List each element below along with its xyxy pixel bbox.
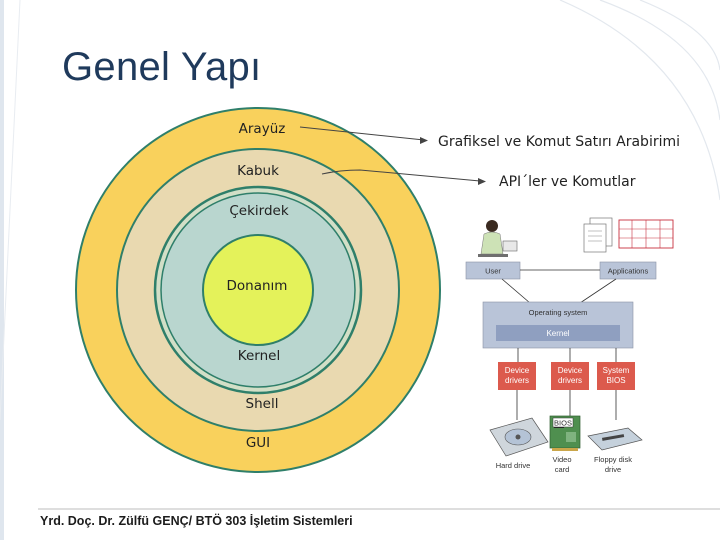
arrow-api: [321, 169, 481, 182]
documents-illustration: [583, 217, 674, 253]
label-donanim: Donanım: [227, 278, 288, 294]
user-box: [465, 261, 521, 280]
system-bios-line2: BIOS: [606, 376, 625, 385]
ring-hardware: [202, 234, 314, 346]
video-card-line1: Video: [552, 455, 571, 464]
operating-system-label: Operating system: [529, 308, 588, 317]
arrow-gui-head: [420, 137, 428, 144]
floppy-drive-illustration: [587, 427, 643, 451]
device-drivers-2-line1: Device: [558, 366, 583, 375]
label-gui: GUI: [246, 435, 270, 451]
user-label: User: [485, 267, 501, 276]
kernel-box: [496, 325, 620, 341]
bios-chip: [552, 417, 574, 428]
floppy-line1: Floppy disk: [594, 455, 632, 464]
video-card-line2: card: [555, 465, 570, 474]
label-kabuk: Kabuk: [237, 163, 279, 179]
device-drivers-box-2: [551, 362, 589, 390]
annotation-api: API´ler ve Komutlar: [499, 174, 636, 190]
label-cekirdek: Çekirdek: [229, 203, 288, 219]
label-kernel: Kernel: [238, 348, 280, 364]
device-drivers-1-line1: Device: [505, 366, 530, 375]
user-illustration: [478, 220, 518, 257]
slide-footer: Yrd. Doç. Dr. Zülfü GENÇ/ BTÖ 303 İşleti…: [40, 514, 353, 528]
slide-title: Genel Yapı: [62, 45, 262, 89]
device-drivers-1-line2: drivers: [505, 376, 529, 385]
device-drivers-box-1: [498, 362, 536, 390]
floppy-line2: drive: [605, 465, 621, 474]
device-drivers-2-line2: drivers: [558, 376, 582, 385]
label-shell: Shell: [246, 396, 279, 412]
label-arayuz: Arayüz: [239, 121, 286, 137]
bios-chip-label: BIOS: [554, 419, 572, 428]
system-bios-box: [597, 362, 635, 390]
annotation-gui: Grafiksel ve Komut Satırı Arabirimi: [438, 134, 680, 150]
applications-label: Applications: [608, 267, 649, 276]
arrow-api-head: [478, 178, 486, 185]
hard-drive-illustration: [489, 417, 549, 457]
kernel-box-label: Kernel: [546, 329, 569, 338]
hard-drive-label: Hard drive: [496, 461, 531, 470]
applications-box: [599, 261, 657, 280]
system-bios-line1: System: [603, 366, 630, 375]
arrow-gui: [299, 126, 425, 141]
